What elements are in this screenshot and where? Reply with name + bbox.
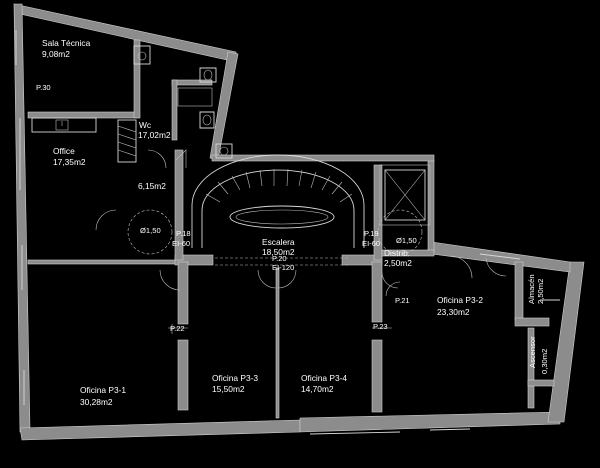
elevator-shaft	[379, 164, 431, 226]
room-name-escalera: Escalera	[262, 237, 295, 247]
wall-oficina1-top	[27, 259, 179, 265]
room-labels: Sala Técnica 9,08m2 Wc 17,02m2 Office 17…	[42, 38, 549, 407]
wall-right	[547, 261, 585, 423]
door-rating-p19: EI-60	[362, 239, 380, 248]
room-area-oficina-p3-1: 30,28m2	[80, 397, 113, 407]
room-name-oficina-p3-1: Oficina P3-1	[80, 385, 126, 395]
wall-sala-right	[133, 39, 141, 119]
sink-icon	[133, 45, 151, 65]
stair-well	[229, 205, 335, 229]
wall-p34-right-low	[371, 339, 383, 413]
wall-ascensor-left	[527, 327, 535, 409]
toilet-icon	[199, 67, 217, 83]
turning-circle-label-right: Ø1,50	[396, 236, 417, 245]
room-area-oficina-p3-2: 23,30m2	[437, 307, 470, 317]
wall-ascensor-bottom	[527, 379, 555, 387]
turning-circle-label-left: Ø1,50	[140, 226, 161, 235]
wall-almacen-left	[514, 261, 524, 321]
wall-wc-top	[171, 79, 213, 86]
doors	[95, 149, 507, 334]
room-area-distrib: 2,50m2	[384, 258, 412, 268]
room-name-almacen: Almacén	[527, 274, 536, 304]
wall-p34-right	[371, 261, 383, 323]
door-rating-p20: EI-120	[272, 263, 294, 272]
wall-stair-right	[373, 164, 383, 261]
wall-stair-left	[174, 149, 184, 261]
door-label-p18: P.18	[176, 229, 191, 238]
wall-core-right	[427, 159, 435, 253]
door-labels: P.30 P.18 EI-60 P.19 EI-60 P.20 EI-120 P…	[36, 83, 410, 333]
stair-treads	[205, 168, 353, 203]
staircase	[191, 154, 365, 266]
wall-office-top	[27, 111, 139, 119]
wall-bottom-right	[299, 411, 561, 433]
turning-circle-right	[377, 209, 423, 255]
room-area-sala-tecnica: 9,08m2	[42, 49, 70, 59]
wc-partition	[177, 87, 213, 107]
washbasin-icon	[215, 143, 233, 159]
wall-p33-left-low	[177, 339, 189, 411]
wall-p33-left	[177, 261, 189, 325]
door-label-p20: P.20	[272, 254, 287, 263]
wall-almacen-bottom	[514, 317, 550, 327]
sink-icon-office	[55, 119, 69, 131]
door-rating-p18: EI-60	[172, 239, 190, 248]
room-area-escalera: 18,50m2	[262, 247, 295, 257]
turning-circle-left	[127, 209, 173, 255]
room-name-distrib: Distrib.	[384, 248, 410, 258]
wall-distrib	[381, 249, 435, 257]
door-label-p22: P.22	[170, 324, 185, 333]
room-name-wc: Wc	[139, 120, 151, 130]
door-label-p23: P.23	[373, 322, 388, 331]
exterior-walls	[13, 3, 585, 441]
room-area-oficina-p3-3: 15,50m2	[212, 384, 245, 394]
wall-wc-left	[171, 79, 178, 141]
room-area-office: 17,35m2	[53, 157, 86, 167]
windows	[15, 30, 560, 435]
room-name-office: Office	[53, 146, 75, 156]
toilet-icon-2	[199, 111, 215, 129]
room-area-wc: 17,02m2	[138, 130, 171, 140]
door-label-p30: P.30	[36, 83, 51, 92]
wall-left	[13, 3, 31, 433]
interior-walls	[27, 39, 555, 419]
sanitary-fixtures	[133, 45, 233, 159]
door-label-p21: P.21	[395, 296, 410, 305]
room-name-oficina-p3-4: Oficina P3-4	[301, 373, 347, 383]
room-name-ascensor: Ascensor	[528, 336, 537, 368]
room-area-ascensor: 0,30m2	[540, 349, 549, 374]
room-name-oficina-p3-3: Oficina P3-3	[212, 373, 258, 383]
wall-core-top	[211, 154, 435, 162]
room-name-sala-tecnica: Sala Técnica	[42, 38, 91, 48]
room-area-almacen: 2,50m2	[536, 279, 545, 304]
door-label-p19: P.19	[364, 229, 379, 238]
room-area-oficina-p3-4: 14,70m2	[301, 384, 334, 394]
wall-p33-p34	[275, 267, 280, 419]
wall-bottom-left	[19, 419, 301, 441]
storage-shelves	[117, 119, 137, 163]
office-kitchenette	[31, 117, 97, 133]
room-name-oficina-p3-2: Oficina P3-2	[437, 295, 483, 305]
room-area-hall: 6,15m2	[138, 181, 166, 191]
